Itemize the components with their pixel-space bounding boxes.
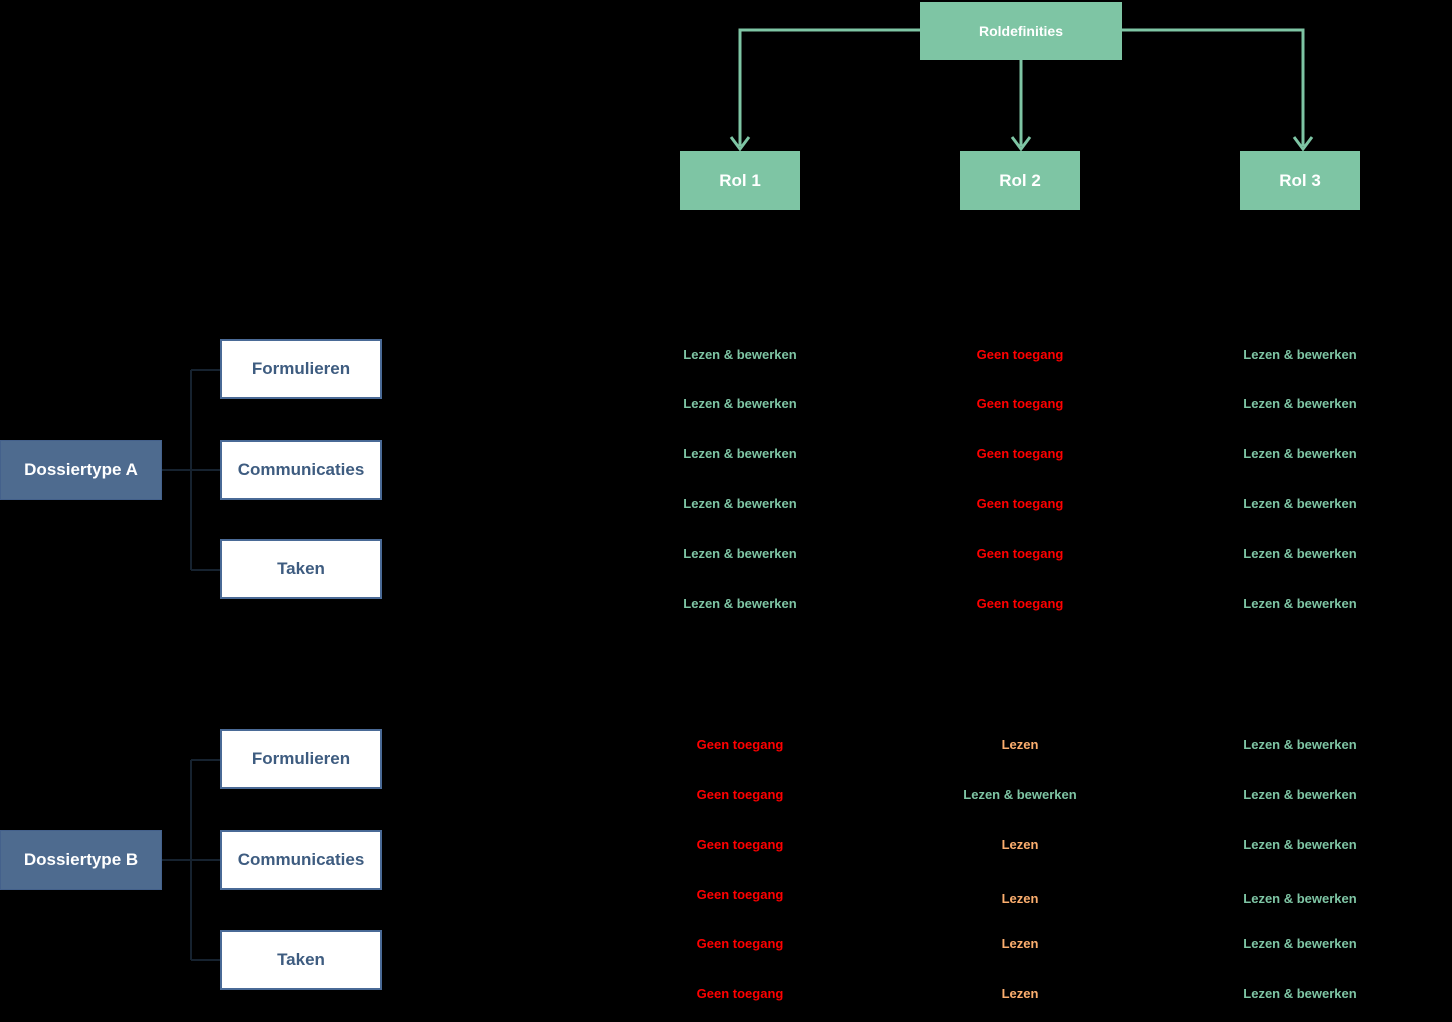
connector-to-rol1 [738,28,921,146]
access-label: Lezen & bewerken [1243,446,1357,461]
access-label: Geen toegang [696,837,784,852]
category-node-communicaties-b: Communicaties [220,830,382,890]
access-label: Lezen & bewerken [1243,837,1357,852]
role-node-label: Rol 2 [999,170,1041,190]
access-label: Lezen & bewerken [1243,496,1357,511]
category-node-label: Communicaties [237,850,365,869]
category-node-label: Communicaties [237,460,365,479]
access-label: Lezen & bewerken [1243,396,1357,411]
access-label: Lezen [1001,986,1039,1001]
access-label: Lezen & bewerken [1243,596,1357,611]
access-label: Lezen & bewerken [1243,986,1357,1001]
access-label: Geen toegang [976,596,1064,611]
category-node-label: Formulieren [251,749,351,768]
section-node-dossiertype-b: Dossiertype B [0,830,162,890]
category-node-label: Taken [277,950,325,969]
role-node-rol-1: Rol 1 [680,151,800,210]
root-node-label: Roldefinities [978,23,1063,39]
access-label: Lezen & bewerken [963,787,1077,802]
root-node-roldefinities: Roldefinities [920,2,1122,60]
category-node-label: Formulieren [251,359,351,378]
access-label: Geen toegang [976,396,1064,411]
access-label: Geen toegang [976,496,1064,511]
section-node-dossiertype-a: Dossiertype A [0,440,162,500]
access-label: Lezen & bewerken [1243,546,1357,561]
role-node-label: Rol 1 [719,170,761,190]
access-label: Geen toegang [696,737,784,752]
access-label: Lezen [1001,837,1039,852]
access-label: Geen toegang [976,546,1064,561]
category-node-formulieren-a: Formulieren [220,339,382,399]
access-label: Geen toegang [696,936,784,951]
category-node-taken-a: Taken [220,539,382,599]
access-label: Lezen [1001,891,1039,906]
access-label: Lezen [1001,737,1039,752]
access-label: Lezen [1001,936,1039,951]
access-label: Lezen & bewerken [683,496,797,511]
category-node-formulieren-b: Formulieren [220,729,382,789]
arrowhead-rol3 [1292,136,1314,152]
category-node-label: Taken [277,559,325,578]
role-node-rol-3: Rol 3 [1240,151,1360,210]
access-label: Lezen & bewerken [1243,787,1357,802]
access-label: Geen toegang [976,347,1064,362]
access-label: Lezen & bewerken [683,396,797,411]
access-label: Lezen & bewerken [1243,936,1357,951]
access-label: Geen toegang [696,787,784,802]
access-label: Geen toegang [696,986,784,1001]
role-node-rol-2: Rol 2 [960,151,1080,210]
access-label: Lezen & bewerken [683,347,797,362]
access-label: Geen toegang [976,446,1064,461]
access-label: Lezen & bewerken [1243,891,1357,906]
arrowhead-rol1 [729,136,751,152]
category-node-taken-b: Taken [220,930,382,990]
category-node-communicaties-a: Communicaties [220,440,382,500]
access-label: Geen toegang [696,887,784,902]
role-node-label: Rol 3 [1279,170,1321,190]
section-node-label: Dossiertype B [23,850,139,869]
connector-to-rol3 [1122,28,1305,146]
root-to-role-connectors [729,28,1314,152]
access-label: Lezen & bewerken [683,446,797,461]
section-node-label: Dossiertype A [24,460,138,479]
access-label: Lezen & bewerken [683,546,797,561]
arrowhead-rol2 [1010,136,1032,152]
access-label: Lezen & bewerken [1243,737,1357,752]
access-label: Lezen & bewerken [1243,347,1357,362]
access-label: Lezen & bewerken [683,596,797,611]
